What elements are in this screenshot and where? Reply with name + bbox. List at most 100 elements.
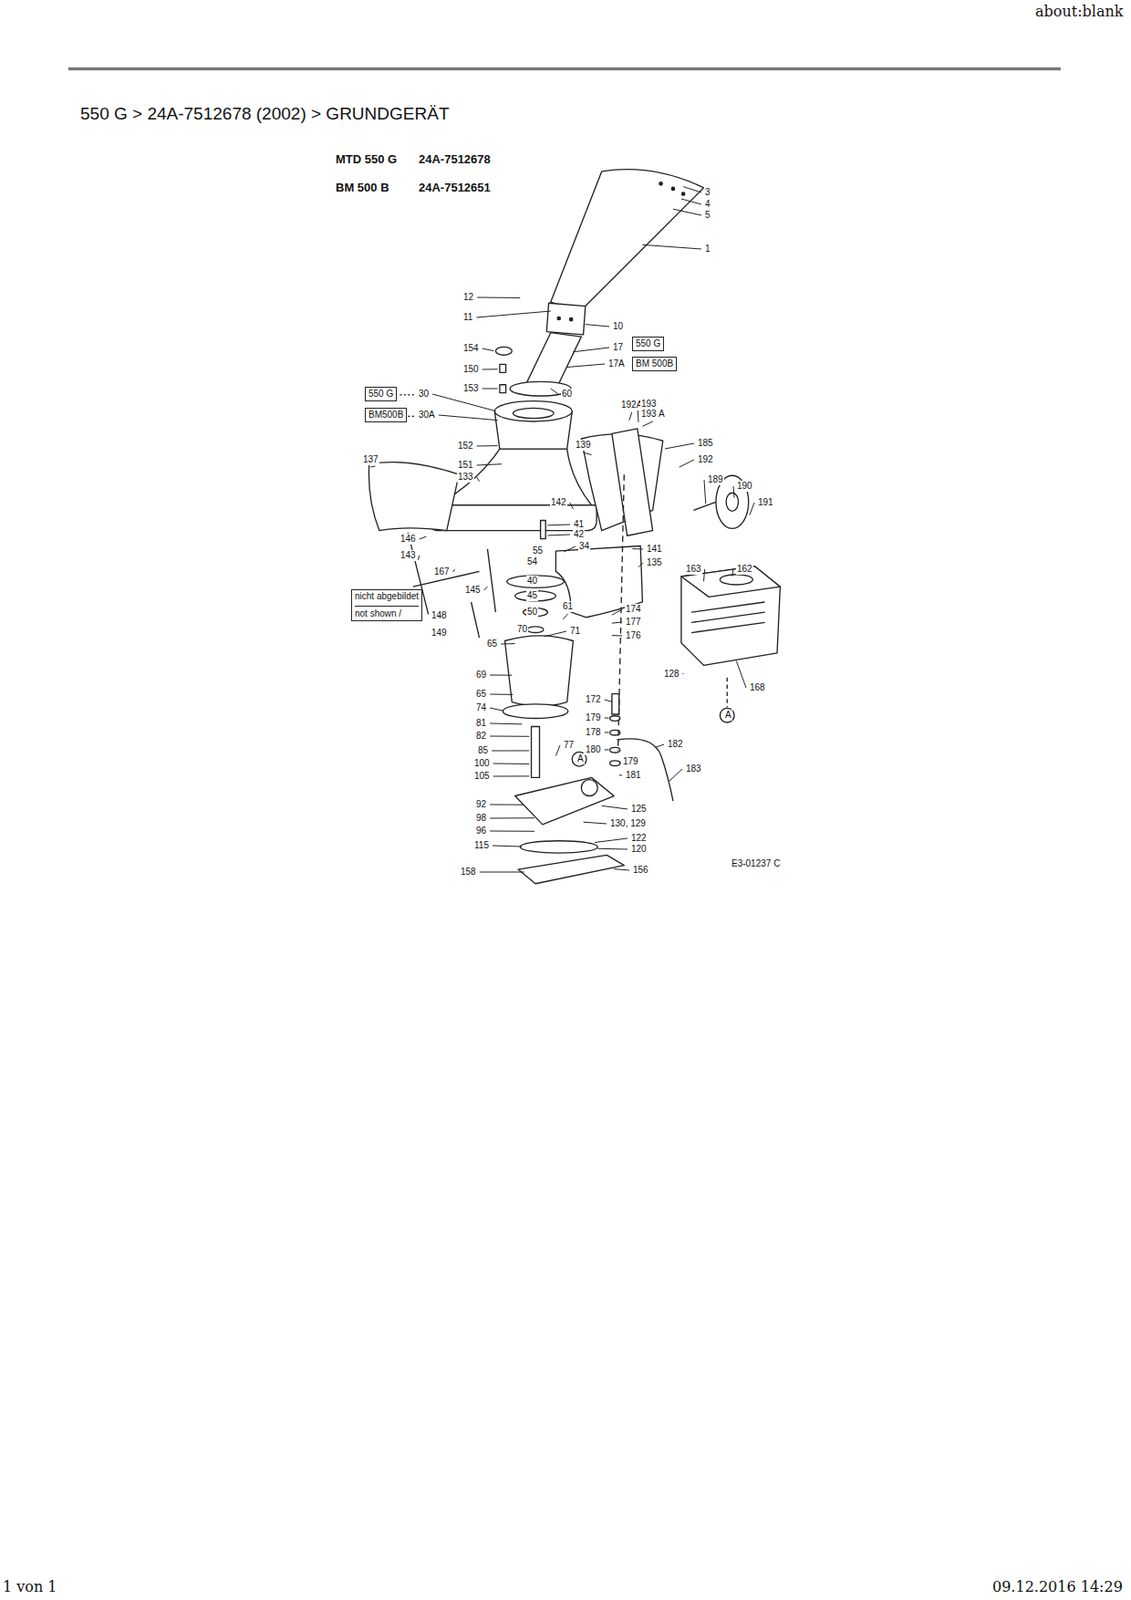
variant-box: 550 G <box>632 336 665 352</box>
variant-text: 550 G <box>368 388 394 400</box>
callout-number: 70 <box>516 623 529 635</box>
leader-line <box>582 452 592 456</box>
callout-number: 125 <box>630 803 648 815</box>
leader-line <box>493 763 530 765</box>
dashed-axis <box>618 474 625 751</box>
callout-number: 100 <box>473 757 491 769</box>
reference-circle <box>571 751 587 767</box>
leader-line <box>585 324 610 327</box>
callout-number: 11 <box>462 311 474 323</box>
callout-number: 163 <box>684 563 703 575</box>
leader-line <box>583 821 607 824</box>
leader-line <box>453 569 456 572</box>
callout-number: 141 <box>645 543 664 555</box>
leader-line <box>563 546 576 552</box>
callout-number: 45 <box>526 590 539 602</box>
callout-number: 1 <box>704 243 712 255</box>
leader-line <box>492 845 523 847</box>
variant-box: BM 500B <box>632 356 677 372</box>
callout-number: 50 <box>526 606 539 618</box>
blade-housing <box>504 635 573 706</box>
callout-number: 135 <box>645 557 664 569</box>
leader-line <box>417 555 419 561</box>
side-cover <box>368 462 459 531</box>
callout-number: 153 <box>462 383 480 395</box>
callout-number: 12 <box>462 291 475 303</box>
callout-number: 85 <box>477 745 489 757</box>
callout-number: 77 <box>562 739 575 751</box>
leader-line <box>493 775 530 777</box>
leader-line <box>629 412 633 421</box>
callout-number: 176 <box>624 630 643 642</box>
callout-number: 82 <box>475 730 488 742</box>
callout-number: 192 <box>696 454 715 466</box>
leader-line <box>489 694 513 696</box>
leader-line <box>477 445 499 447</box>
callout-number: 150 <box>462 363 480 375</box>
page-footer-text: 1 von 1 <box>1 1578 59 1596</box>
callout-number: 4 <box>704 198 712 210</box>
callout-number: 120 <box>630 843 648 855</box>
leader-line <box>482 368 499 370</box>
base-plate <box>518 854 624 883</box>
callout-number: 74 <box>475 702 488 714</box>
legs <box>407 532 496 638</box>
discharge-box <box>555 545 643 617</box>
callout-number: 115 <box>473 840 490 851</box>
gear-plate <box>515 777 614 824</box>
leader-line <box>489 804 523 806</box>
leader-line <box>604 748 610 750</box>
callout-number: 98 <box>475 812 488 824</box>
leader-line <box>555 745 561 757</box>
callout-number: 10 <box>612 321 624 333</box>
callout-number: 65 <box>475 688 488 700</box>
leader-line <box>432 394 496 412</box>
leader-line <box>476 311 550 318</box>
callout-number: 69 <box>475 669 488 681</box>
leader-line <box>547 534 571 536</box>
callout-number: 96 <box>475 825 488 837</box>
leader-line <box>613 869 630 871</box>
axle <box>693 501 716 510</box>
callout-number: 5 <box>704 209 712 221</box>
hopper-plate <box>612 428 654 536</box>
callout-number: 156 <box>632 864 650 876</box>
leader-line <box>683 186 702 193</box>
leader-line <box>612 634 623 636</box>
callout-number: 179 <box>584 712 602 724</box>
callout-number: 42 <box>572 529 585 540</box>
header-rule <box>68 67 1061 71</box>
callout-number: 3 <box>704 186 712 198</box>
callout-number: 145 <box>464 584 482 596</box>
leader-line <box>477 477 480 482</box>
callout-number: 191 <box>757 497 775 509</box>
callout-number: 139 <box>574 439 592 451</box>
note-text: nicht abgebildet <box>354 591 419 602</box>
leader-line <box>544 631 567 637</box>
callout-number: 174 <box>624 603 643 615</box>
callout-number: 178 <box>584 726 602 738</box>
callout-number: 137 <box>362 454 380 466</box>
leader-line <box>550 388 559 395</box>
leader-line <box>597 848 628 851</box>
callout-number: 190 <box>736 480 754 492</box>
model-label: 24A-7512678 <box>417 152 492 167</box>
callout-number: 143 <box>399 549 417 561</box>
callout-number: 183 <box>684 763 703 775</box>
note-box: nicht abgebildetnot shown / <box>351 589 423 622</box>
leader-line <box>733 486 735 499</box>
shaft <box>531 726 540 778</box>
leader-line <box>479 871 525 872</box>
page-footer-text: 09.12.2016 14:29 <box>991 1578 1124 1596</box>
leader-line <box>732 569 734 577</box>
leader-line <box>612 622 623 623</box>
engine-fins <box>691 601 766 633</box>
callout-number: 142 <box>549 497 568 509</box>
leader-line <box>547 524 571 527</box>
leader-line <box>704 479 706 504</box>
funnel <box>438 448 592 506</box>
callout-number: 81 <box>475 717 488 729</box>
leader-line <box>664 443 695 449</box>
